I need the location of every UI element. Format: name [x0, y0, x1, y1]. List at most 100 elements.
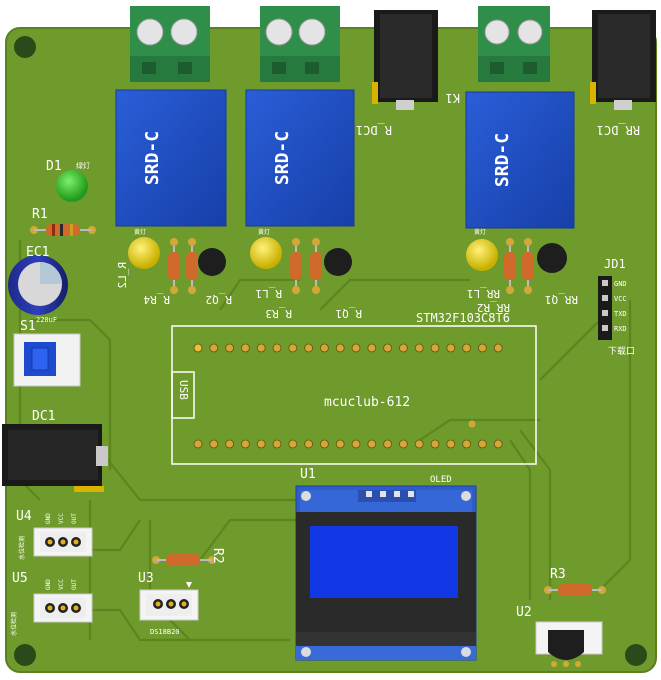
label-u1: U1	[300, 467, 316, 482]
mcu-pin	[335, 439, 345, 449]
label-u5: U5	[12, 571, 28, 586]
label-u3: U3	[138, 571, 154, 586]
mcu-pin	[209, 343, 219, 353]
mcu-pin	[288, 439, 298, 449]
label-oled: OLED	[430, 475, 452, 485]
jd1-sub-label: 下载口	[608, 345, 635, 357]
mcu-pin	[304, 343, 314, 353]
dc-jack-dc1	[2, 424, 108, 492]
label-rr-l1: RR_L1	[467, 287, 500, 300]
label-ec1-val: 220uF	[36, 316, 57, 324]
mcu-pin	[272, 343, 282, 353]
relay-3-label: SRD-C	[492, 133, 513, 187]
led-d1	[56, 170, 88, 202]
mcu-pin	[240, 343, 250, 353]
label-dc1: DC1	[32, 409, 55, 424]
mcu-label: STM32F103C8T6	[416, 311, 510, 325]
resistor-r3	[544, 584, 606, 596]
mcu-pin	[446, 343, 456, 353]
mcu-silk: mcuclub-612	[324, 395, 410, 410]
label-u4: U4	[16, 509, 32, 524]
mcu-pin	[383, 439, 393, 449]
dc-jack-r	[372, 10, 438, 110]
mcu-pin	[430, 439, 440, 449]
label-r2: R2	[210, 548, 225, 564]
mount-hole-bl	[14, 644, 36, 666]
mcu-pin	[335, 343, 345, 353]
label-r-r4: R_R4	[143, 293, 170, 306]
jd1-pin-rxd: RXD	[614, 325, 627, 333]
mcu-pin	[225, 343, 235, 353]
usb-label: USB	[177, 380, 190, 400]
mcu-pin	[414, 343, 424, 353]
label-d1: D1	[46, 159, 62, 174]
label-u3-sub: DS18B20	[150, 628, 180, 636]
label-u2: U2	[516, 605, 532, 620]
mount-hole-br	[625, 644, 647, 666]
mcu-pin	[304, 439, 314, 449]
u5-pin-out: OUT	[71, 579, 78, 590]
label-jd1: JD1	[604, 257, 626, 271]
mount-hole-tl	[14, 36, 36, 58]
mcu-pin	[493, 439, 503, 449]
relay-2-label: SRD-C	[272, 131, 293, 185]
oled-module-u1	[295, 485, 477, 661]
label-ec1: EC1	[26, 245, 49, 260]
mcu-pin	[493, 343, 503, 353]
u4-pin-out: OUT	[71, 513, 78, 524]
u4-pin-vcc: VCC	[58, 513, 65, 524]
label-r-dc1: R_DC1	[356, 123, 392, 137]
mcu-pin	[319, 439, 329, 449]
mcu-pin	[351, 343, 361, 353]
label-r-l1: R_L1	[256, 287, 283, 300]
label-led-small-1: 黄灯	[134, 228, 146, 236]
relay-3: SRD-C	[465, 91, 575, 229]
switch-s1[interactable]	[13, 333, 81, 387]
mcu-pin	[414, 439, 424, 449]
driver-cluster-1	[128, 237, 226, 294]
label-k1: K1	[446, 91, 460, 105]
u5-side-label: 水位检测	[10, 612, 18, 636]
label-rr-q1: RR_Q1	[545, 293, 578, 306]
terminal-block-3	[478, 6, 550, 82]
mcu-pin	[477, 439, 487, 449]
mcu-pin	[193, 343, 203, 353]
mcu-pin	[462, 343, 472, 353]
label-d1-small: 绿灯	[76, 161, 90, 170]
mcu-pin	[446, 439, 456, 449]
label-r3: R3	[550, 567, 566, 582]
u4-pin-gnd: GND	[45, 513, 52, 524]
mcu-extra-pad	[468, 420, 476, 428]
mcu-pin	[351, 439, 361, 449]
u4-side-label: 水位检测	[18, 536, 26, 560]
mcu-pin	[319, 343, 329, 353]
sensor-u5	[33, 593, 93, 623]
sensor-u2	[535, 621, 603, 667]
sensor-u4	[33, 527, 93, 557]
mcu-pin-row-bottom	[193, 439, 503, 449]
label-r1: R1	[32, 207, 48, 222]
mcu-pin	[272, 439, 282, 449]
mcu-pin	[383, 343, 393, 353]
mcu-pin	[225, 439, 235, 449]
label-r-l2: R_L2	[116, 262, 129, 289]
mcu-pin-row-top	[193, 343, 503, 353]
driver-cluster-2	[250, 237, 352, 294]
mcu-pin	[477, 343, 487, 353]
u5-pin-gnd: GND	[45, 579, 52, 590]
resistor-r1	[30, 224, 96, 236]
terminal-block-1	[130, 6, 210, 82]
terminal-block-2	[260, 6, 340, 82]
mcu-pin	[256, 343, 266, 353]
mcu-pin	[367, 343, 377, 353]
relay-2: SRD-C	[245, 89, 355, 227]
mcu-pin	[398, 439, 408, 449]
header-jd1	[598, 276, 612, 340]
mcu-pin	[256, 439, 266, 449]
label-s1: S1	[20, 319, 36, 334]
mcu-pin	[209, 439, 219, 449]
label-r-q1: R_Q1	[336, 307, 363, 320]
jd1-pin-vcc: VCC	[614, 295, 627, 303]
driver-cluster-3	[466, 238, 567, 294]
